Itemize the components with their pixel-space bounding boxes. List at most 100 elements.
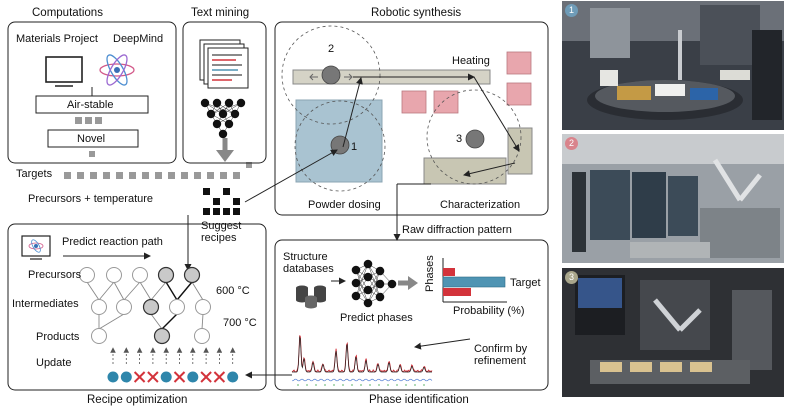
net-node [218,129,228,139]
update-success-marker [187,371,199,383]
net-node [375,292,385,302]
raw-diffraction-label: Raw diffraction pattern [402,224,512,236]
photo-badge-3: 3 [565,271,578,284]
matrix-cell [233,208,240,215]
update-fail-marker [133,371,146,383]
net-node [206,109,216,119]
net-node [351,265,361,275]
air-stable-label: Air-stable [67,99,114,111]
temp-700-label: 700 °C [223,317,257,329]
update-markers [107,371,239,383]
atom-icon [99,54,135,86]
net-node [200,98,210,108]
text-mining-neural-net-icon [200,98,246,139]
target-square [194,172,201,179]
probability-bar-chart [442,258,507,303]
tree-node [106,267,122,283]
target-square [155,172,162,179]
target-square [207,172,214,179]
precursors-row-label: Precursors [28,269,82,281]
update-fail-marker [173,371,186,383]
net-node [363,285,373,295]
net-node [351,278,361,288]
characterization-station-a [423,157,507,185]
text-mining-box [182,21,267,164]
tree-node [157,266,175,284]
update-success-marker [107,371,119,383]
confirm-refinement-label: Confirm by refinement [474,343,528,367]
robot-reach-1 [294,100,386,192]
photo-badge-1: 1 [565,4,578,17]
station-1-label: 1 [351,141,358,153]
tree-node [132,267,148,283]
update-success-marker [160,371,172,383]
phase-identification-title: Phase identification [369,394,469,406]
tree-node [183,266,201,284]
update-success-marker [227,371,239,383]
net-node [224,98,234,108]
powder-dosing-label: Powder dosing [308,199,381,211]
predict-phases-label: Predict phases [340,312,413,324]
bar-target [442,276,506,288]
target-square [168,172,175,179]
net-node [351,291,361,301]
novel-label: Novel [77,133,106,145]
tree-node [142,298,160,316]
net-node [375,279,385,289]
characterization-label: Characterization [440,199,521,211]
robot-arm-3 [465,129,485,149]
phases-axis-label: Phases [424,255,436,292]
reaction-path-tree [79,266,236,364]
intermediates-row-label: Intermediates [12,298,79,310]
tree-node [194,328,210,344]
target-square [181,172,188,179]
net-node [236,98,246,108]
update-success-marker [120,371,132,383]
computations-box [7,21,177,164]
matrix-cell [213,208,220,215]
heating-label: Heating [452,55,490,67]
net-node [387,279,397,289]
robot-arm-2 [321,65,341,85]
net-node [363,298,373,308]
matrix-cell [223,208,230,215]
matrix-cell [223,188,230,195]
net-node [212,98,222,108]
net-node [363,272,373,282]
tree-node [91,328,107,344]
photo-lab-1 [562,1,784,130]
update-fail-marker [213,371,226,383]
target-square [77,172,84,179]
filter-squares [75,117,102,124]
robotic-synthesis-title: Robotic synthesis [371,7,462,19]
document-stack-icon [199,39,249,89]
novel-box [47,129,139,148]
computations-title: Computations [32,7,103,19]
tree-node [169,299,185,315]
target-square [90,172,97,179]
phase-neural-net-icon [351,259,397,308]
photo-lab-3 [562,268,784,397]
target-square [116,172,123,179]
matrix-cell [203,188,210,195]
phase-identification-box [274,239,549,391]
photo-lab-2 [562,134,784,263]
temp-600-label: 600 °C [216,285,250,297]
station-2-label: 2 [328,43,335,55]
target-square [142,172,149,179]
target-squares [64,172,240,179]
tree-node [91,299,107,315]
precursor-matrix-icon [203,188,240,215]
tree-node [116,299,132,315]
matrix-cell [203,208,210,215]
target-square [129,172,136,179]
robotic-synthesis-box [274,21,549,216]
deepmind-label: DeepMind [113,33,164,45]
station-3-label: 3 [456,133,463,145]
robot-reach-2 [281,25,381,125]
diffraction-pattern-plot [291,335,433,386]
bar-phase-3 [443,288,471,296]
precursors-temperature-label: Precursors + temperature [28,193,154,205]
matrix-cell [233,198,240,205]
